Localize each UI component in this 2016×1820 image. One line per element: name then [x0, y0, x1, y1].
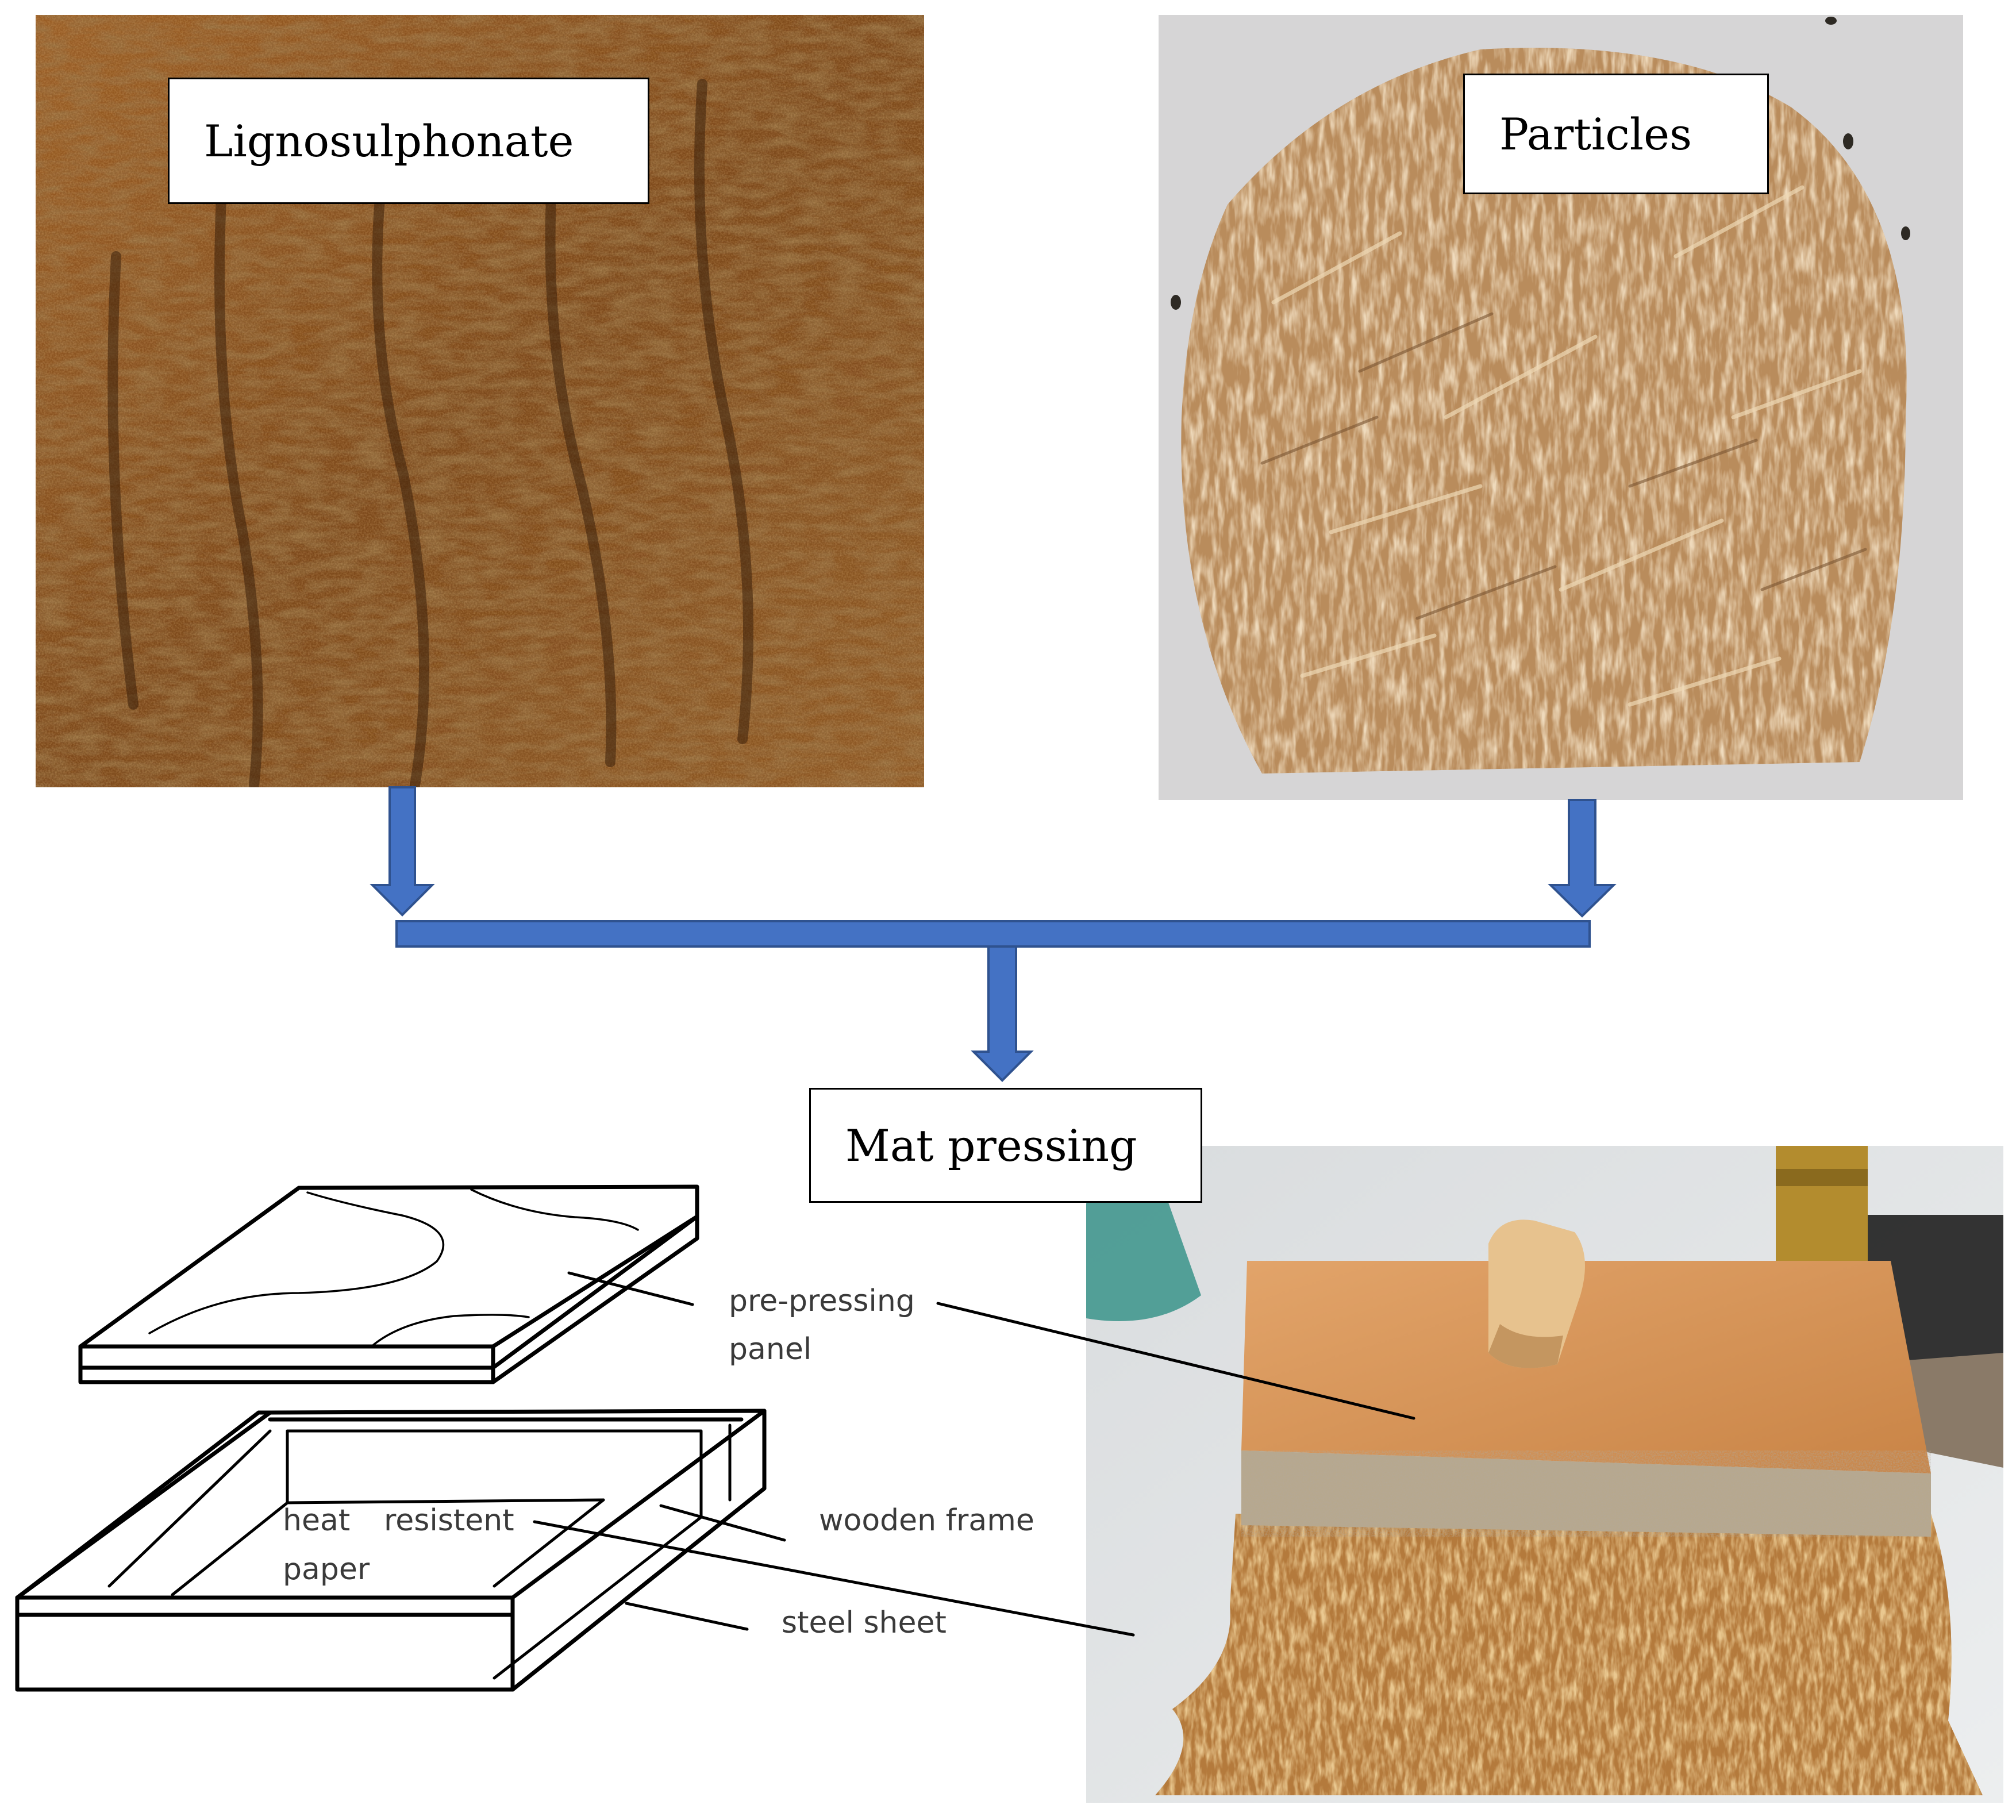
- particles-label-text: Particles: [1499, 108, 1692, 160]
- callout-wooden-frame: wooden frame: [819, 1503, 1034, 1538]
- panel-surface-texture: [148, 1188, 639, 1346]
- callout-heat: heat: [283, 1503, 351, 1538]
- mould-inner-lines: [107, 1423, 732, 1680]
- particles-label: Particles: [1463, 74, 1769, 194]
- arrow-to-mat-pressing: [971, 945, 1034, 1082]
- callout-paper: paper: [283, 1552, 370, 1587]
- leader-wooden-frame: [659, 1504, 786, 1542]
- lignosulphonate-label: Lignosulphonate: [168, 78, 649, 204]
- mat-pressing-label: Mat pressing: [809, 1088, 1202, 1203]
- leader-heat-resistent-paper: [533, 1520, 1135, 1637]
- mat-pressing-label-text: Mat pressing: [845, 1119, 1137, 1171]
- lignosulphonate-label-text: Lignosulphonate: [204, 115, 574, 167]
- leader-steel-sheet: [625, 1602, 749, 1631]
- leader-photo-panel: [936, 1302, 1415, 1420]
- callout-panel: panel: [729, 1332, 812, 1367]
- leader-pre-pressing-panel: [567, 1271, 694, 1306]
- pre-pressing-panel-drawing: [78, 1184, 699, 1384]
- merge-bar: [395, 920, 1591, 948]
- arrow-from-lignosulphonate: [370, 786, 435, 917]
- mould-tray-drawing: [15, 1409, 767, 1692]
- arrow-from-particles: [1548, 799, 1617, 918]
- mat-pressing-photo: [1086, 1146, 2003, 1803]
- callout-steel-sheet: steel sheet: [782, 1606, 947, 1640]
- callout-resistent: resistent: [384, 1503, 514, 1538]
- leader-lines: [533, 1271, 1415, 1637]
- callout-pre-pressing: pre-pressing: [729, 1284, 915, 1318]
